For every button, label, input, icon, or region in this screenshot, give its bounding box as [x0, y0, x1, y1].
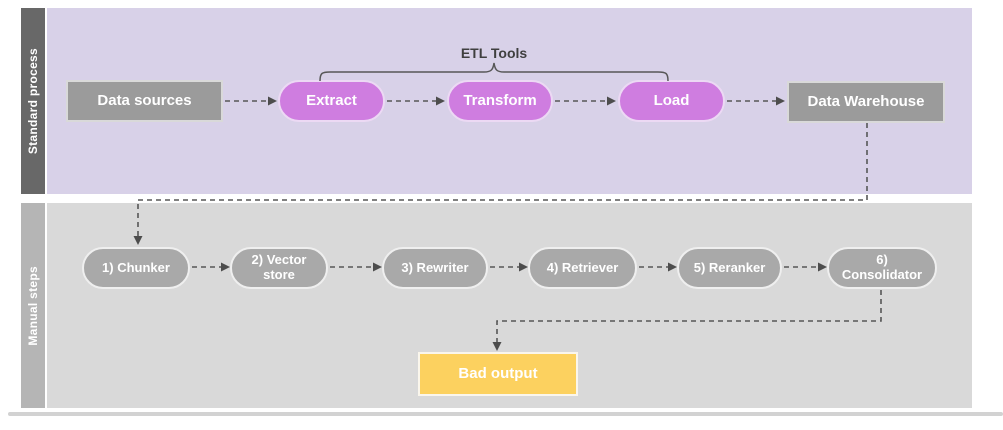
lane-header-manual-steps: Manual steps [21, 203, 45, 408]
node-vector-store: 2) Vector store [230, 247, 328, 289]
lane-header-standard-process: Standard process [21, 8, 45, 194]
node-retriever: 4) Retriever [528, 247, 637, 289]
node-extract: Extract [278, 80, 385, 122]
node-reranker: 5) Reranker [677, 247, 782, 289]
bottom-divider [8, 412, 1003, 416]
node-bad-output: Bad output [418, 352, 578, 396]
node-chunker: 1) Chunker [82, 247, 190, 289]
node-transform: Transform [447, 80, 553, 122]
node-data-sources: Data sources [66, 80, 223, 122]
lane-label-manual-steps: Manual steps [26, 265, 40, 346]
etl-tools-annotation: ETL Tools [460, 45, 528, 61]
node-data-warehouse: Data Warehouse [787, 81, 945, 123]
node-load: Load [618, 80, 725, 122]
node-consolidator: 6) Consolidator [827, 247, 937, 289]
node-rewriter: 3) Rewriter [382, 247, 488, 289]
lane-label-standard-process: Standard process [26, 47, 40, 155]
